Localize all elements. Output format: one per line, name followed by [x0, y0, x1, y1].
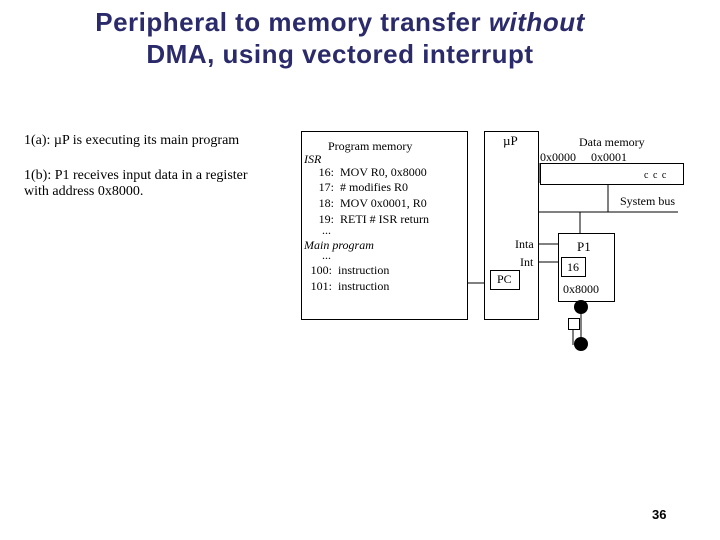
main-program-label: Main program [304, 238, 374, 252]
data-memory-addr-0: 0x0000 [540, 150, 576, 164]
pc-label: PC [497, 272, 512, 286]
main-ellipsis: ... [322, 248, 331, 262]
data-memory-addr-1: 0x0001 [591, 150, 627, 164]
data-memory-box [540, 163, 684, 185]
pc-register [490, 270, 520, 290]
main-addr-100: 100: [310, 263, 332, 277]
inta-label: Inta [515, 237, 534, 251]
int-label: Int [520, 255, 534, 269]
p1-register-value: 16 [567, 260, 579, 274]
step-1b: 1(b): P1 receives input data in a regist… [24, 168, 248, 183]
step-1a: 1(a): µP is executing its main program [24, 133, 240, 148]
p1-input-terminal-icon [574, 337, 588, 351]
isr-addr-16: 16: [318, 165, 334, 179]
data-memory-dots: c c c [644, 170, 668, 181]
p1-input-port-icon [574, 300, 588, 314]
isr-addr-18: 18: [318, 196, 334, 210]
microprocessor-label: µP [503, 133, 518, 148]
main-addr-101: 101: [310, 279, 332, 293]
program-memory-box [301, 131, 468, 320]
microprocessor-box [484, 131, 539, 320]
p1-input-connector-icon [568, 318, 580, 330]
title-emphasis: without [488, 7, 585, 37]
p1-register [561, 257, 586, 277]
data-memory-label: Data memory [579, 135, 645, 149]
main-code-101: instruction [338, 279, 390, 293]
title-line2: DMA, using vectored interrupt [146, 39, 534, 69]
p1-register-addr: 0x8000 [563, 282, 599, 296]
main-code-100: instruction [338, 263, 390, 277]
isr-label: ISR [304, 152, 322, 166]
isr-addr-17: 17: [318, 180, 334, 194]
system-bus-label: System bus [620, 194, 676, 208]
isr-code-18: MOV 0x0001, R0 [340, 196, 427, 210]
p1-label: P1 [577, 239, 591, 254]
title-line1: Peripheral to memory transfer without [95, 7, 585, 37]
slide-title: Peripheral to memory transfer without DM… [0, 6, 680, 70]
program-memory-label: Program memory [328, 139, 413, 153]
page-number: 36 [652, 507, 667, 522]
isr-ellipsis: ... [322, 223, 331, 237]
isr-code-19: RETI # ISR return [340, 212, 429, 226]
isr-addr-19: 19: [318, 212, 334, 226]
isr-code-17: # modifies R0 [340, 180, 408, 194]
step-1b-cont: with address 0x8000. [24, 184, 144, 199]
isr-code-16: MOV R0, 0x8000 [340, 165, 427, 179]
